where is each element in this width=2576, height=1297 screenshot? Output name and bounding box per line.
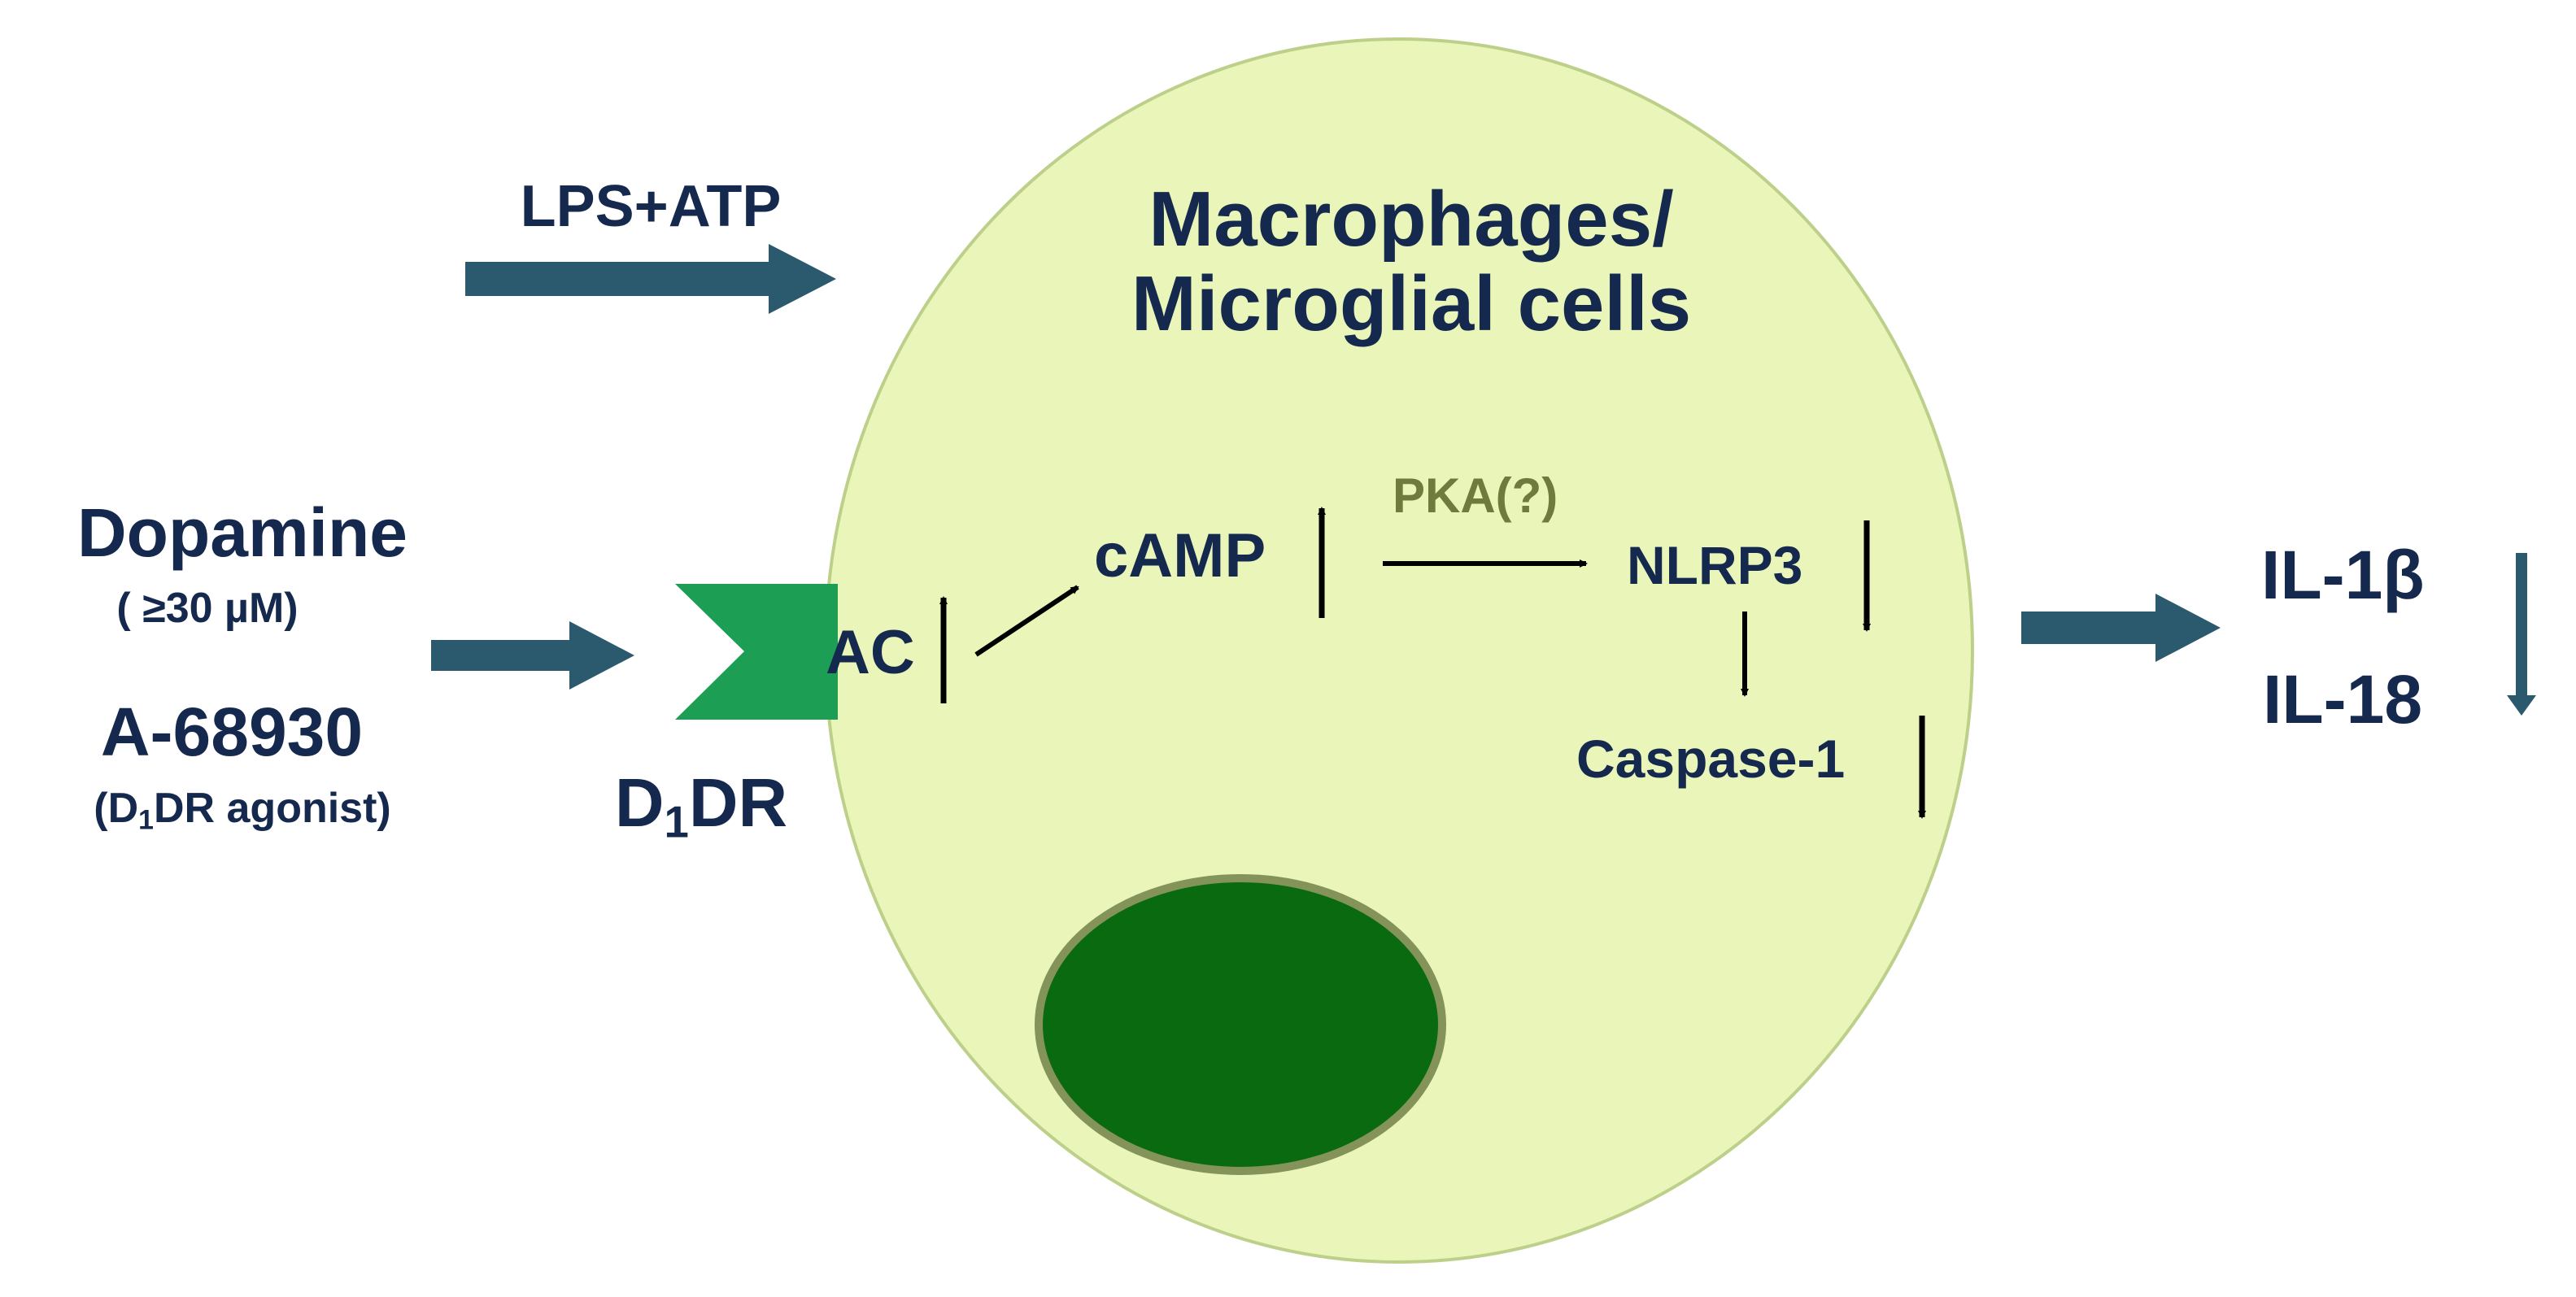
cell-title: Macrophages/ Microglial cells [1131, 177, 1691, 346]
receptor-label: D1DR [614, 764, 788, 847]
output-decrease-arrow [2507, 553, 2536, 716]
lps-atp-arrow [465, 244, 836, 314]
caspase-label: Caspase-1 [1576, 729, 1846, 789]
nlrp3-label: NLRP3 [1627, 535, 1803, 595]
cell-title-line1: Macrophages/ [1149, 176, 1674, 263]
compound-label: A-68930 [100, 694, 364, 770]
dopamine-concentration: ( ≥30 µM) [116, 585, 299, 632]
cell-nucleus [1035, 874, 1446, 1175]
compound-note: (D1DR agonist) [94, 785, 391, 836]
ac-label: AC [826, 618, 915, 687]
il18-label: IL-18 [2263, 661, 2423, 738]
lps-atp-label: LPS+ATP [520, 174, 782, 239]
d1-receptor-shape [675, 584, 838, 720]
agonist-arrow [431, 621, 634, 690]
pka-label: PKA(?) [1393, 468, 1558, 523]
output-arrow [2021, 594, 2221, 662]
camp-label: cAMP [1094, 521, 1266, 590]
il1b-label: IL-1β [2261, 537, 2425, 613]
dopamine-label: Dopamine [76, 494, 408, 571]
cell-title-line2: Microglial cells [1131, 259, 1692, 347]
ac-to-camp-arrow [974, 585, 1079, 657]
